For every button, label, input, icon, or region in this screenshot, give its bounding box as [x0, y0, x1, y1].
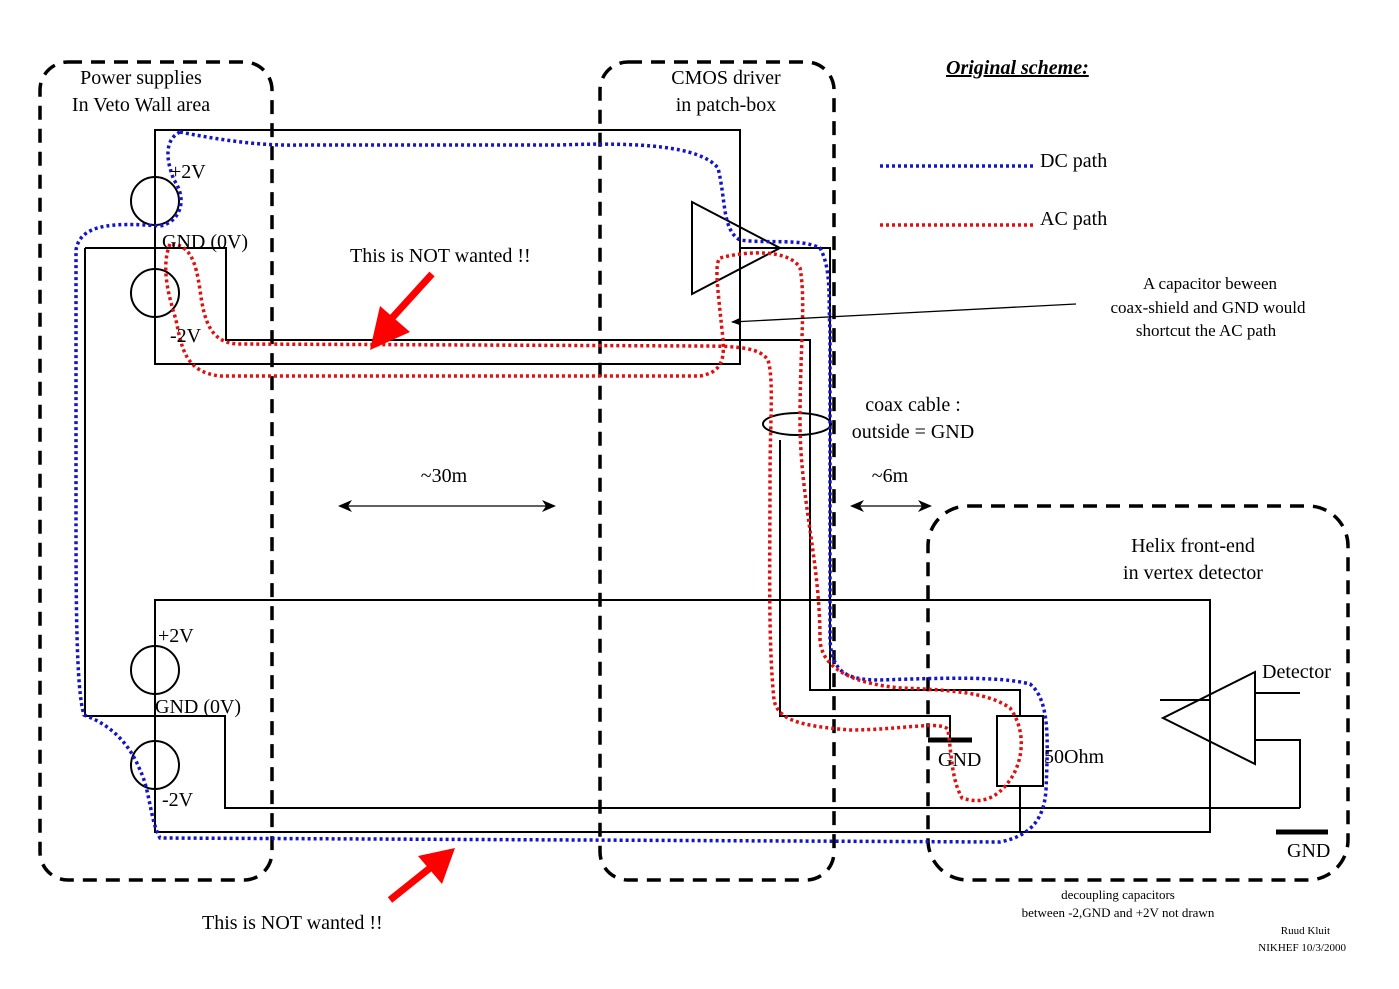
legend-ac-label: AC path: [1040, 208, 1107, 230]
decoupling-note-line2: between -2,GND and +2V not drawn: [1022, 905, 1215, 920]
gnd-right-label: GND: [1287, 840, 1330, 862]
arrow-icon: [387, 848, 455, 903]
distance-30m-label: ~30m: [421, 465, 468, 487]
arrow-icon: [731, 303, 1077, 326]
ac-path-trace: [164, 242, 1023, 803]
arrow-icon: [370, 271, 435, 350]
power-region-title: Power supplies: [80, 67, 202, 89]
helix-region-subtitle: in vertex detector: [1123, 562, 1263, 584]
helix-region-title: Helix front-end: [1131, 535, 1255, 557]
distance-6m-label: ~6m: [872, 465, 909, 487]
date-label: NIKHEF 10/3/2000: [1258, 942, 1346, 954]
decoupling-note-line1: decoupling capacitors: [1061, 887, 1175, 902]
capacitor-note-line2: coax-shield and GND would: [1111, 298, 1306, 317]
gnd-left-label: GND: [938, 749, 981, 771]
ac-source-icon: [130, 645, 180, 695]
author-label: Ruud Kluit: [1281, 925, 1330, 937]
not-wanted-top-label: This is NOT wanted !!: [350, 245, 531, 267]
coax-label-line2: outside = GND: [852, 421, 974, 443]
coax-cable-marker: [762, 412, 832, 436]
top-minus-label: -2V: [170, 325, 202, 347]
power-region-subtitle: In Veto Wall area: [72, 94, 210, 116]
distance-6m-arrow: [850, 500, 932, 512]
amplifier-triangle-icon: [691, 200, 783, 296]
cmos-region-title: CMOS driver: [671, 67, 781, 89]
resistor-label: 50Ohm: [1044, 746, 1104, 768]
ac-source-icon: [130, 740, 180, 790]
power-supplies-region: [38, 60, 274, 882]
bottom-minus-label: -2V: [162, 789, 194, 811]
cmos-driver-region: [598, 60, 836, 882]
top-circuit-wiring: [84, 129, 1301, 832]
distance-30m-arrow: [338, 500, 556, 512]
bottom-plus-label: +2V: [158, 625, 194, 647]
cmos-region-subtitle: in patch-box: [676, 94, 777, 116]
resistor-icon: [996, 715, 1044, 787]
coax-label-line1: coax cable :: [865, 394, 961, 416]
dc-path-trace: [74, 130, 1049, 844]
page-title: Original scheme:: [946, 57, 1089, 79]
helix-frontend-region: [926, 504, 1350, 882]
top-gnd-label: GND (0V): [162, 231, 248, 253]
ac-source-icon: [130, 268, 180, 318]
bottom-gnd-label: GND (0V): [155, 696, 241, 718]
capacitor-note-line1: A capacitor beween: [1143, 274, 1278, 293]
bottom-circuit-wiring: [154, 599, 1300, 833]
capacitor-note-line3: shortcut the AC path: [1136, 321, 1277, 340]
not-wanted-bottom-label: This is NOT wanted !!: [202, 912, 383, 934]
amplifier-triangle-icon: [1160, 670, 1256, 766]
top-plus-label: +2V: [170, 161, 206, 183]
detector-label: Detector: [1262, 661, 1331, 683]
legend-dc-label: DC path: [1040, 150, 1107, 172]
